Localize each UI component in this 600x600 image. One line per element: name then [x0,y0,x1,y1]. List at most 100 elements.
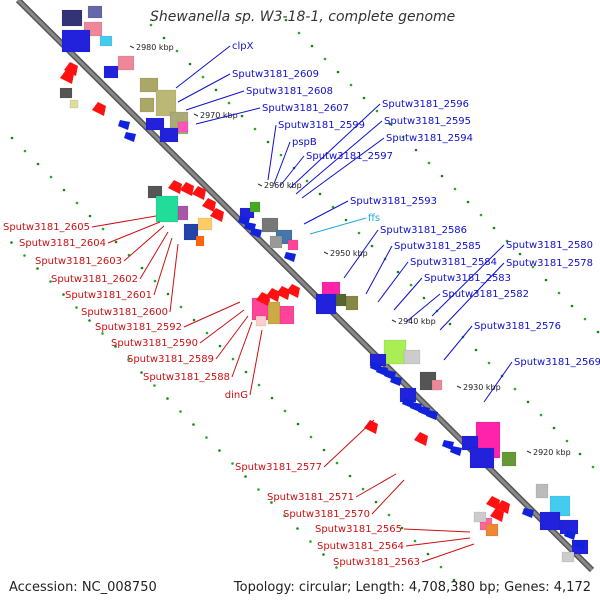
red-gene-arrow[interactable] [266,288,280,302]
gene-label[interactable]: ffs [368,213,380,224]
gene-label[interactable]: Sputw3181_2565 [315,524,402,535]
gene-block[interactable] [69,99,79,109]
red-gene-arrow[interactable] [364,420,378,434]
gene-label[interactable]: Sputw3181_2586 [380,225,467,236]
red-gene-arrow[interactable] [210,208,224,222]
gene-block[interactable] [255,315,267,327]
gene-label[interactable]: Sputw3181_2592 [95,322,182,333]
gene-label[interactable]: Sputw3181_2569 [514,357,600,368]
gene-label[interactable]: Sputw3181_2595 [384,116,471,127]
gene-label[interactable]: Sputw3181_2603 [35,256,122,267]
gene-label[interactable]: Sputw3181_2607 [262,103,349,114]
blue-gene-arrow[interactable] [564,530,576,540]
red-gene-arrow[interactable] [414,432,428,446]
gene-label[interactable]: Sputw3181_2590 [111,338,198,349]
gene-label[interactable]: Sputw3181_2577 [235,462,322,473]
blue-gene-arrow[interactable] [522,508,534,518]
gene-block[interactable] [383,339,407,365]
gene-label[interactable]: Sputw3181_2584 [410,257,497,268]
red-gene-arrow[interactable] [276,286,290,300]
gene-block[interactable] [59,87,73,99]
gene-label[interactable]: Sputw3181_2597 [306,151,393,162]
blue-gene-arrow[interactable] [118,120,130,130]
gene-label[interactable]: Sputw3181_2593 [350,196,437,207]
gene-block[interactable] [177,121,189,133]
gene-block[interactable] [87,5,103,19]
gene-features[interactable] [59,5,589,563]
red-gene-arrow[interactable] [92,102,106,116]
gene-block[interactable] [261,217,279,233]
gene-block[interactable] [269,235,283,249]
gene-block[interactable] [561,551,575,563]
gene-block[interactable] [539,511,561,531]
blue-gene-arrow[interactable] [574,540,586,550]
gene-label[interactable]: Sputw3181_2602 [51,274,138,285]
gene-block[interactable] [431,379,443,391]
gene-label[interactable]: Sputw3181_2601 [65,290,152,301]
gene-block[interactable] [249,201,261,213]
blue-gene-arrow[interactable] [390,376,402,386]
gene-label[interactable]: Sputw3181_2589 [127,354,214,365]
gene-label[interactable]: Sputw3181_2576 [474,321,561,332]
red-gene-arrow[interactable] [496,500,510,514]
gene-block[interactable] [501,451,517,467]
gene-block[interactable] [183,223,199,241]
gene-label[interactable]: Sputw3181_2600 [81,307,168,318]
gene-label[interactable]: Sputw3181_2582 [442,289,529,300]
red-gene-arrow[interactable] [168,180,182,194]
red-gene-arrow[interactable] [490,508,504,522]
gene-label[interactable]: pspB [292,137,317,148]
gene-block[interactable] [159,127,179,143]
blue-gene-arrow[interactable] [124,132,136,142]
gene-label[interactable]: Sputw3181_2594 [386,133,473,144]
gene-label[interactable]: Sputw3181_2570 [283,509,370,520]
gene-label[interactable]: Sputw3181_2599 [278,120,365,131]
gene-block[interactable] [279,305,295,325]
gene-label[interactable]: Sputw3181_2585 [394,241,481,252]
blue-gene-arrow[interactable] [442,440,454,450]
blue-gene-arrow[interactable] [426,410,438,420]
gene-block[interactable] [403,349,421,365]
gene-label[interactable]: dinG [225,390,248,401]
gene-label[interactable]: Sputw3181_2583 [424,273,511,284]
gene-label[interactable]: Sputw3181_2588 [143,372,230,383]
gene-label[interactable]: Sputw3181_2580 [506,240,593,251]
gene-block[interactable] [485,523,499,537]
gene-block[interactable] [61,9,83,27]
gene-label[interactable]: Sputw3181_2578 [506,258,593,269]
red-gene-arrow[interactable] [60,70,74,84]
red-gene-arrow[interactable] [180,182,194,196]
gene-block[interactable] [197,217,213,231]
gene-block[interactable] [535,483,549,499]
gene-label[interactable]: Sputw3181_2596 [382,99,469,110]
gene-label[interactable]: Sputw3181_2563 [333,557,420,568]
gene-label[interactable]: clpX [232,41,254,52]
blue-gene-arrow[interactable] [238,216,250,226]
gene-block[interactable] [177,205,189,221]
red-gene-arrow[interactable] [202,198,216,212]
gene-label[interactable]: Sputw3181_2571 [267,492,354,503]
gene-block[interactable] [473,511,487,523]
red-gene-arrow[interactable] [286,284,300,298]
gene-block[interactable] [145,117,165,131]
blue-gene-arrow[interactable] [250,228,262,238]
gene-block[interactable] [195,235,205,247]
gene-block[interactable] [155,89,177,117]
gene-block[interactable] [345,295,359,311]
gene-label[interactable]: Sputw3181_2605 [3,222,90,233]
gene-block[interactable] [61,29,91,53]
gene-block[interactable] [117,55,135,71]
gene-label[interactable]: Sputw3181_2609 [232,69,319,80]
gene-block[interactable] [139,97,155,113]
gene-label[interactable]: Sputw3181_2564 [317,541,404,552]
gene-block[interactable] [469,447,495,469]
gene-label[interactable]: Sputw3181_2608 [246,86,333,97]
red-gene-arrow[interactable] [64,62,78,76]
gene-block[interactable] [155,195,179,223]
blue-gene-arrow[interactable] [284,252,296,262]
gene-block[interactable] [267,301,281,325]
gene-block[interactable] [315,293,337,315]
red-gene-arrow[interactable] [192,186,206,200]
gene-labels[interactable]: clpX Sputw3181_2609Sputw3181_2608Sputw318… [3,41,600,568]
